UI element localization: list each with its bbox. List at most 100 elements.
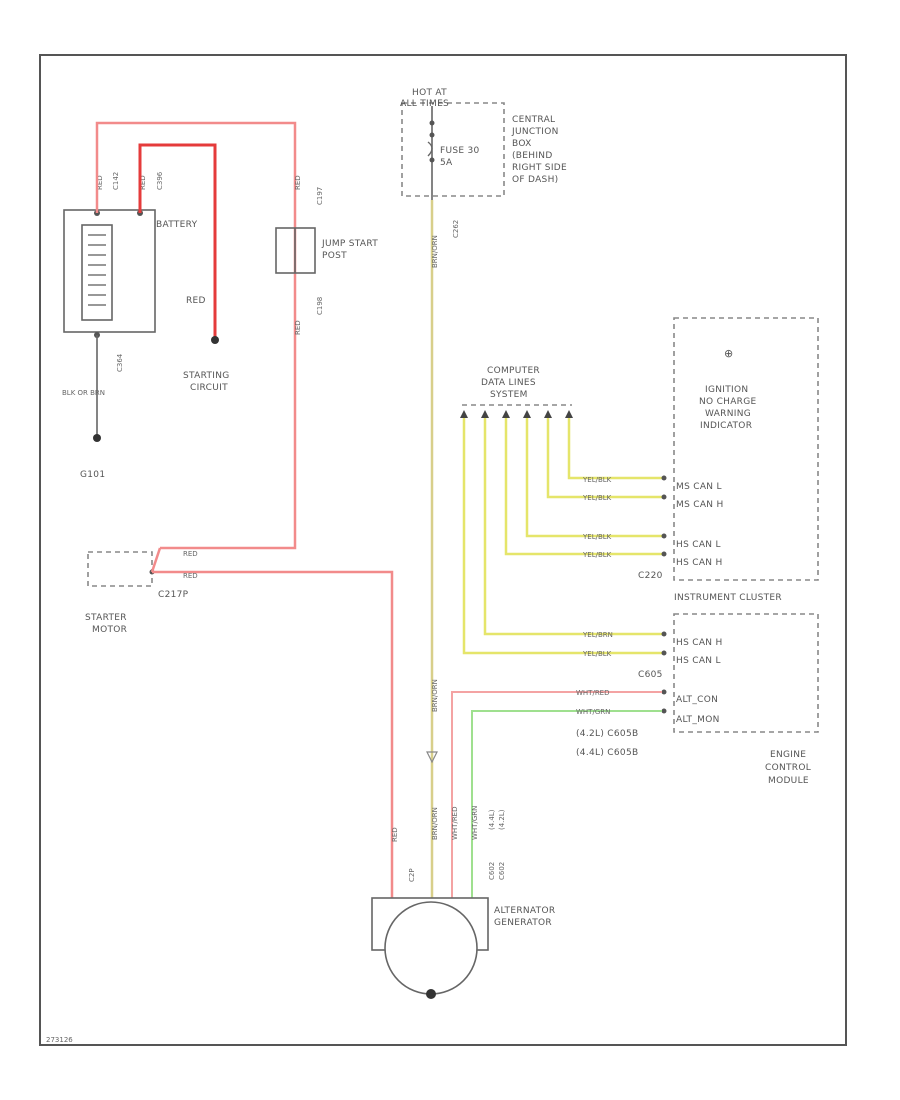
- jump-wire-label-1: RED: [294, 175, 302, 190]
- jump-conn-bottom: C198: [316, 297, 324, 315]
- alt-con-wire: [451, 691, 662, 898]
- cjb-out-wire-label: BRN/ORN: [431, 235, 439, 268]
- fuse-label: FUSE 30: [440, 146, 480, 156]
- instrument-cluster[interactable]: [673, 317, 819, 581]
- starter-wire-2: RED: [183, 572, 198, 580]
- starting-wire-color: RED: [186, 296, 206, 306]
- cjb-line-5: RIGHT SIDE: [512, 163, 567, 173]
- battery-conn-top-1: C142: [112, 172, 120, 190]
- alternator-engine-2: (4.2L): [498, 809, 506, 830]
- alternator-generator[interactable]: [371, 897, 489, 999]
- alternator-red-wire: RED: [391, 827, 399, 842]
- batt-red-label-1: RED: [96, 175, 104, 190]
- cluster-indicator-1: IGNITION: [705, 385, 748, 395]
- alternator-plug-2: C602: [498, 862, 506, 880]
- engine-control-module[interactable]: [673, 613, 819, 733]
- ecm-pins: [661, 631, 667, 714]
- central-junction-box[interactable]: [401, 102, 505, 197]
- cluster-pin-3: HS CAN L: [676, 540, 721, 550]
- cluster-pin-2: MS CAN H: [676, 500, 724, 510]
- cjb-line-2: JUNCTION: [511, 127, 559, 137]
- diagram-frame: [39, 54, 847, 1046]
- cjb-line-4: (BEHIND: [512, 151, 553, 161]
- ecm-title-3: MODULE: [768, 776, 809, 786]
- cjb-line-3: BOX: [512, 139, 532, 149]
- alternator-label-1: ALTERNATOR: [494, 906, 555, 916]
- ecm-pin-4: ALT_MON: [676, 715, 720, 725]
- ecm-pin-2: HS CAN L: [676, 656, 721, 666]
- cluster-wire-label-2: YEL/BLK: [582, 494, 612, 502]
- battery-conn-bottom: C364: [116, 353, 124, 372]
- starter-motor[interactable]: [87, 551, 153, 587]
- fuse-rating: 5A: [440, 158, 453, 168]
- alternator-label-2: GENERATOR: [494, 918, 552, 928]
- ecm-conn-note-2: (4.4L) C605B: [576, 748, 638, 758]
- cluster-pin-4: HS CAN H: [676, 558, 723, 568]
- ecm-wire-label-1: YEL/BRN: [582, 631, 613, 639]
- ecm-can-wire-2: [462, 418, 662, 655]
- cluster-indicator-4: INDICATOR: [700, 421, 752, 431]
- jump-start-label-2: POST: [322, 251, 347, 261]
- ecm-pin-1: HS CAN H: [676, 638, 723, 648]
- starting-circuit-wire: [138, 143, 217, 338]
- ecm-title-2: CONTROL: [765, 763, 811, 773]
- alternator-conn-1: C2P: [408, 868, 416, 882]
- starter-label-2: MOTOR: [92, 625, 127, 635]
- starter-conn: C217P: [158, 590, 189, 600]
- alt-mon-wire: [471, 710, 662, 898]
- cluster-wire-label-4: YEL/BLK: [582, 551, 612, 559]
- ecm-title-1: ENGINE: [770, 750, 806, 760]
- diagram-code: 273126: [46, 1036, 73, 1044]
- fuse-terminal-top: [429, 132, 435, 138]
- starter-wire-1: RED: [183, 550, 198, 558]
- computer-lines-3: SYSTEM: [490, 390, 528, 400]
- jump-conn-top: C197: [316, 187, 324, 205]
- batt-red-label-2: RED: [139, 175, 147, 190]
- alternator-wire-3: WHT/RED: [451, 807, 459, 841]
- ground-terminal: [93, 434, 101, 442]
- cluster-wire-label-1: YEL/BLK: [582, 476, 612, 484]
- starter-to-alternator-wire: [152, 570, 394, 898]
- cluster-pins: [661, 475, 667, 557]
- ground-point-label: G101: [80, 470, 105, 480]
- battery-label: BATTERY: [156, 220, 198, 230]
- cluster-conn: C220: [638, 571, 663, 581]
- cluster-wire-label-3: YEL/BLK: [582, 533, 612, 541]
- hot-at-line-1: HOT AT: [412, 88, 447, 98]
- alternator-engine-1: (4.4L): [488, 809, 496, 830]
- cluster-indicator-3: WARNING: [705, 409, 751, 419]
- starting-label-2: CIRCUIT: [190, 383, 228, 393]
- cluster-can-wire-1: [567, 418, 662, 480]
- alternator-wire-2: BRN/ORN: [431, 807, 439, 840]
- cluster-can-wire-2: [546, 418, 662, 499]
- alternator-wire-4: WHT/GRN: [471, 806, 479, 840]
- starter-link-wire: [150, 547, 162, 573]
- data-line-arrows: [460, 410, 573, 418]
- computer-lines-1: COMPUTER: [487, 366, 540, 376]
- cluster-can-wire-4: [504, 418, 662, 556]
- alt-in-wire-label: BRN/ORN: [431, 679, 439, 712]
- battery[interactable]: [63, 209, 156, 338]
- computer-lines-2: DATA LINES: [481, 378, 536, 388]
- cluster-indicator-2: NO CHARGE: [699, 397, 757, 407]
- cluster-can-wire-3: [525, 418, 662, 538]
- ecm-can-wire-1: [483, 418, 662, 636]
- battery-conn-top-2: C396: [156, 171, 164, 190]
- hot-at-line-2: ALL TIMES: [400, 99, 449, 109]
- starter-label-1: STARTER: [85, 613, 127, 623]
- starting-circuit-terminal: [211, 336, 219, 344]
- cjb-line-1: CENTRAL: [512, 115, 555, 125]
- battery-positive-wire: [95, 121, 297, 550]
- fuse-icon: [427, 141, 433, 157]
- alternator-plug-1: C602: [488, 862, 496, 880]
- cjb-line-6: OF DASH): [512, 175, 558, 185]
- ecm-pin-3: ALT_CON: [676, 695, 718, 705]
- ecm-wire-label-3: WHT/RED: [576, 689, 610, 697]
- ground-wire-label: BLK OR BRN: [62, 389, 105, 397]
- jump-wire-label-2: RED: [294, 320, 302, 335]
- cluster-pin-1: MS CAN L: [676, 482, 722, 492]
- ecm-wire-label-2: YEL/BLK: [582, 650, 612, 658]
- ecm-wire-label-4: WHT/GRN: [576, 708, 610, 716]
- ecm-conn: C605: [638, 670, 663, 680]
